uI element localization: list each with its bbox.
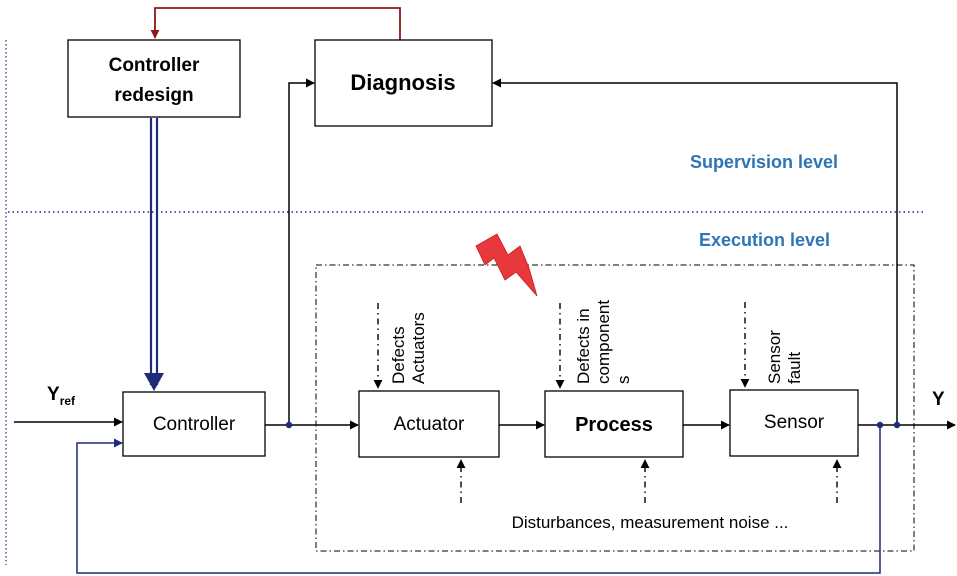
junction-controller-output [285, 421, 293, 429]
component-fault-label: Defects in component s [574, 300, 633, 384]
sensor-label: Sensor [764, 412, 825, 433]
controller-block: Controller [122, 391, 266, 457]
reference-signal-main: Y [47, 384, 60, 405]
controller-label: Controller [153, 414, 236, 435]
actuator-label: Actuator [394, 414, 465, 435]
actuator-block: Actuator [358, 390, 500, 458]
output-to-diagnosis-arrow [492, 78, 898, 425]
junction-sensor-feedback [876, 421, 884, 429]
control-signal-to-diagnosis-arrow [288, 78, 315, 425]
controller-feedback-arrow [76, 425, 881, 574]
component-fault-line3: s [614, 376, 633, 385]
lightning-bolt-icon [475, 233, 538, 297]
execution-region [315, 264, 915, 552]
redesign-feedback-arrow [150, 7, 401, 40]
component-fault-line2: component [594, 300, 613, 384]
process-block: Process [544, 390, 684, 458]
disturbances-label: Disturbances, measurement noise ... [512, 513, 789, 532]
sensor-fault-line2: fault [785, 352, 804, 384]
sensor-block: Sensor [729, 389, 859, 457]
actuator-fault-label: Defects Actuators [389, 312, 428, 384]
diagnosis-label: Diagnosis [350, 70, 455, 95]
diagnosis-block: Diagnosis [314, 39, 493, 127]
output-signal-label: Y [932, 389, 945, 410]
controller-redesign-label-line2: redesign [114, 85, 193, 106]
redesign-to-controller-arrowhead [144, 373, 164, 391]
actuator-fault-line1: Defects [389, 326, 408, 384]
sensor-fault-line1: Sensor [765, 330, 784, 384]
reference-signal-label: Yref [47, 384, 76, 408]
execution-level-label: Execution level [699, 230, 830, 250]
process-label: Process [575, 414, 653, 436]
reference-signal-subscript: ref [60, 394, 76, 408]
controller-redesign-block: Controller redesign [67, 39, 241, 118]
supervision-level-label: Supervision level [690, 152, 838, 172]
actuator-fault-line2: Actuators [409, 312, 428, 384]
component-fault-line1: Defects in [574, 308, 593, 384]
junction-output-diagnosis [893, 421, 901, 429]
sensor-fault-label: Sensor fault [765, 330, 804, 384]
controller-redesign-label-line1: Controller [109, 55, 200, 76]
